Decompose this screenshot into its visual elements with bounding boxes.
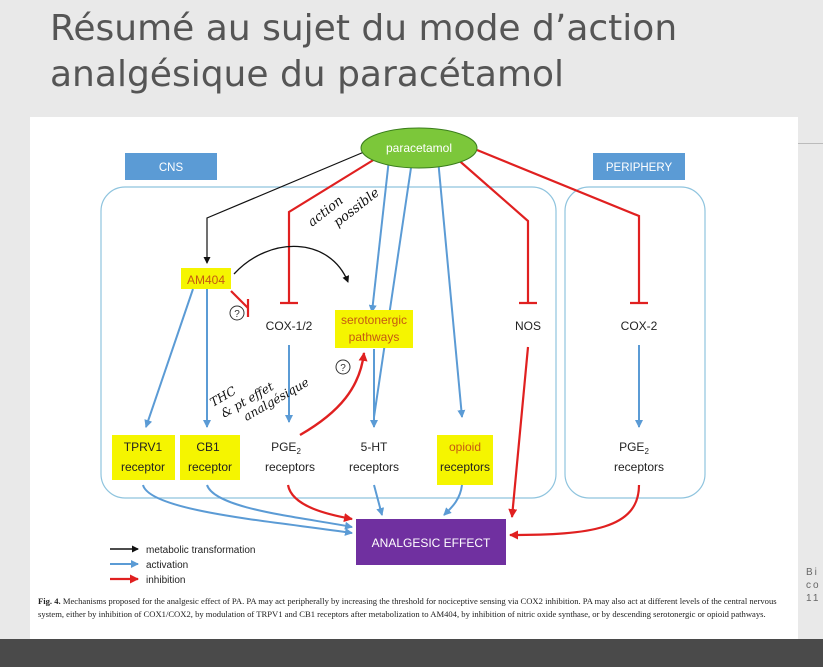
arrow-opioid xyxy=(437,158,466,418)
question-mark-1: ? xyxy=(234,309,240,320)
pge2-label-1: PGE2 xyxy=(271,440,301,456)
arrow-tprv1 xyxy=(144,288,194,428)
tprv1-label-2: receptor xyxy=(121,460,165,474)
tprv1-label-1: TPRV1 xyxy=(124,440,163,454)
side-divider xyxy=(798,143,823,144)
metabolic-arrow xyxy=(203,151,365,264)
analgesic-effect-label: ANALGESIC EFFECT xyxy=(372,536,491,550)
opioid-highlight xyxy=(437,435,493,485)
pge2-periphery-label-2: receptors xyxy=(614,460,664,474)
slide-title-line-2: analgésique du paracétamol xyxy=(50,54,565,95)
analgesic-effect-box xyxy=(356,519,506,565)
opioid-label-1: opioid xyxy=(449,440,481,454)
serotonergic-highlight xyxy=(335,310,413,348)
handwritten-red-arrow xyxy=(299,352,368,437)
tprv1-highlight xyxy=(112,435,175,480)
cox12-label: COX-1/2 xyxy=(266,319,313,333)
handwritten-black-arrow xyxy=(233,245,350,283)
question-mark-2: ? xyxy=(340,363,346,374)
paracetamol-node xyxy=(360,127,478,169)
bottom-bar xyxy=(0,639,823,667)
inhib-am404-cox xyxy=(230,290,249,309)
am404-label: AM404 xyxy=(187,273,225,287)
periphery-label-box xyxy=(593,153,685,180)
nos-label: NOS xyxy=(515,319,541,333)
serotonergic-label-1: serotonergic xyxy=(341,313,407,327)
cox2-label: COX-2 xyxy=(621,319,658,333)
5ht-label-1: 5-HT xyxy=(361,440,388,454)
periphery-container xyxy=(564,186,706,499)
periphery-label: PERIPHERY xyxy=(606,162,673,174)
slide-title: Résumé au sujet du mode d’action analgés… xyxy=(50,6,810,98)
cns-label: CNS xyxy=(159,162,184,174)
inhib-cox12 xyxy=(287,158,376,303)
cb1-label-1: CB1 xyxy=(196,440,220,454)
pge2-periphery-label-1: PGE2 xyxy=(619,440,649,456)
question-circle-2 xyxy=(335,359,351,375)
inhib-cox2 xyxy=(476,148,641,303)
side-note: Bi co 11 xyxy=(806,567,821,604)
legend-activation-label: activation xyxy=(146,560,188,571)
caption-text: Mechanisms proposed for the analgesic ef… xyxy=(38,596,777,619)
cb1-highlight xyxy=(180,435,240,480)
arrow-opioid-effect xyxy=(443,484,463,516)
arrow-cb1-effect xyxy=(206,484,353,530)
arrow-pge2p-effect xyxy=(509,484,641,540)
caption-label: Fig. 4. xyxy=(38,596,61,606)
arrow-nos-effect xyxy=(508,346,530,518)
legend-metabolic-label: metabolic transformation xyxy=(146,545,256,556)
mechanism-figure: CNS PERIPHERY paracetamol AM404 ? ? xyxy=(30,117,798,639)
handwritten-thc-note: THC & pt effet analgésique xyxy=(208,375,312,424)
cb1-label-2: receptor xyxy=(188,460,232,474)
handwritten-action-possible: action possible xyxy=(305,185,382,230)
am404-highlight xyxy=(181,268,231,289)
arrow-pge2-effect xyxy=(286,484,353,522)
slide-title-line-1: Résumé au sujet du mode d’action xyxy=(50,8,678,49)
legend-inhibition-label: inhibition xyxy=(146,575,185,586)
opioid-label-2: receptors xyxy=(440,460,490,474)
paracetamol-label: paracetamol xyxy=(386,141,452,155)
5ht-label-2: receptors xyxy=(349,460,399,474)
question-circle-1 xyxy=(229,305,245,321)
arrow-serotonergic xyxy=(368,158,390,313)
serotonergic-label-2: pathways xyxy=(349,330,400,344)
arrow-5ht-effect xyxy=(373,484,385,516)
cns-label-box xyxy=(125,153,217,180)
pge2-label-2: receptors xyxy=(265,460,315,474)
arrow-5ht xyxy=(373,160,413,418)
arrow-tprv1-effect xyxy=(142,484,353,536)
figure-caption: Fig. 4. Mechanisms proposed for the anal… xyxy=(38,595,790,621)
mechanism-diagram: CNS PERIPHERY paracetamol AM404 ? ? xyxy=(100,127,706,586)
inhib-nos xyxy=(454,156,530,303)
